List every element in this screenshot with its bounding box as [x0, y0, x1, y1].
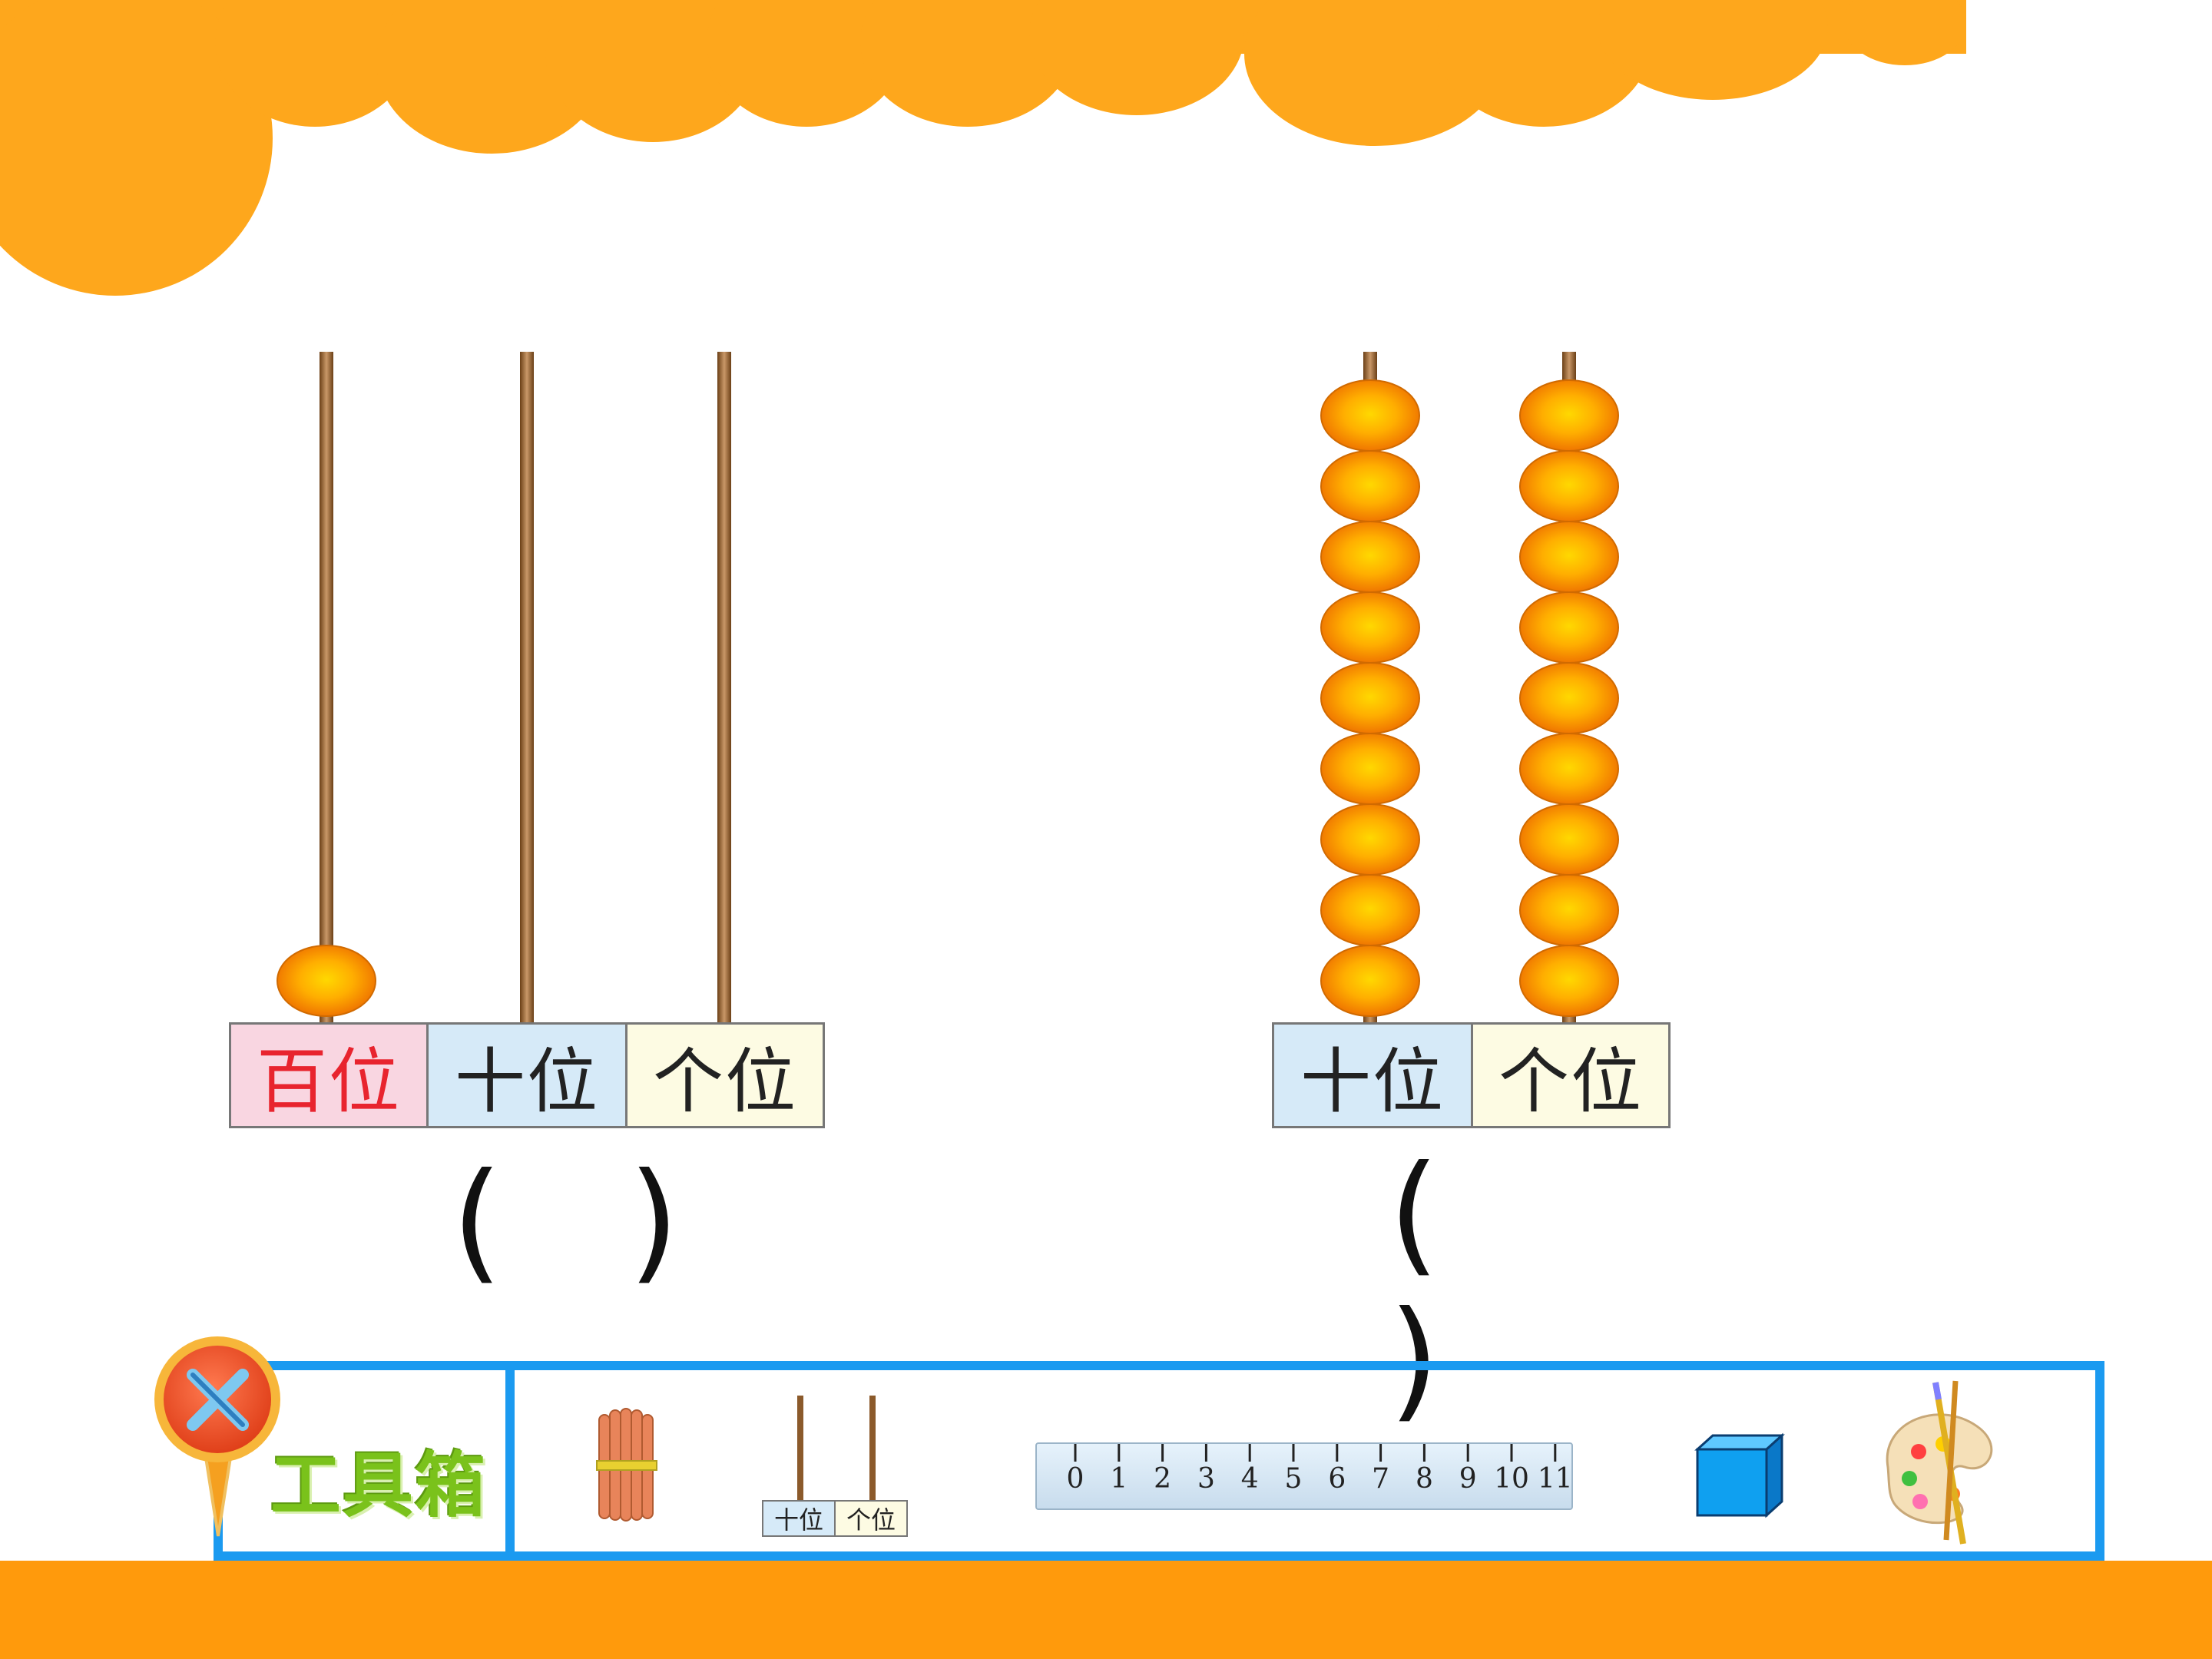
bead-ones-right — [1519, 874, 1619, 946]
mini-abacus-label-tens: 十位 — [762, 1500, 836, 1537]
bead-tens-right — [1320, 591, 1420, 664]
ruler-number: 3 — [1197, 1463, 1215, 1495]
bead-hundreds-left — [276, 945, 376, 1017]
ruler-number: 8 — [1415, 1463, 1433, 1495]
mini-abacus-label-ones: 个位 — [834, 1500, 908, 1537]
ruler-number: 11 — [1537, 1463, 1573, 1495]
bead-ones-right — [1519, 379, 1619, 452]
ruler-number: 6 — [1328, 1463, 1346, 1495]
toolbox-title: 工具箱 — [270, 1445, 488, 1527]
answer-close-paren-right: ) — [1389, 1283, 1440, 1435]
beads-ones-right — [1519, 379, 1619, 1017]
answer-close-paren-left: ) — [628, 1145, 680, 1297]
bead-tens-right — [1320, 733, 1420, 805]
ruler-number: 2 — [1154, 1463, 1172, 1495]
bead-ones-right — [1519, 591, 1619, 664]
tools-icon[interactable] — [151, 1333, 285, 1540]
bead-tens-right — [1320, 945, 1420, 1017]
ruler-number: 1 — [1110, 1463, 1128, 1495]
ruler-number: 7 — [1372, 1463, 1390, 1495]
answer-open-paren-left: ( — [452, 1145, 503, 1297]
beads-hundreds-left — [276, 945, 376, 1017]
label-ones-left: 个位 — [625, 1022, 825, 1128]
bead-tens-right — [1320, 521, 1420, 593]
sticks-bundle-icon[interactable] — [593, 1406, 662, 1525]
ruler-number: 10 — [1494, 1463, 1529, 1495]
bead-tens-right — [1320, 874, 1420, 946]
ruler-number: 0 — [1066, 1463, 1084, 1495]
bead-tens-right — [1320, 803, 1420, 876]
ruler-number: 9 — [1459, 1463, 1477, 1495]
ruler-number: 5 — [1284, 1463, 1303, 1495]
toolbar-divider — [505, 1361, 515, 1561]
bead-tens-right — [1320, 662, 1420, 734]
cloud-header — [0, 0, 1966, 296]
floor-band — [0, 1561, 2212, 1659]
ruler-number: 4 — [1240, 1463, 1259, 1495]
beads-tens-right — [1320, 379, 1420, 1017]
palette-icon[interactable] — [1873, 1375, 2003, 1551]
bead-tens-right — [1320, 450, 1420, 522]
rod-hundreds-left — [320, 352, 333, 1024]
rod-tens-left — [520, 352, 534, 1024]
toolbar-frame — [214, 1361, 2104, 1561]
bead-ones-right — [1519, 521, 1619, 593]
mini-abacus-icon[interactable] — [760, 1394, 914, 1540]
label-hundreds-left: 百位 — [229, 1022, 429, 1128]
bead-ones-right — [1519, 945, 1619, 1017]
bead-ones-right — [1519, 803, 1619, 876]
rod-ones-left — [717, 352, 731, 1024]
bead-tens-right — [1320, 379, 1420, 452]
answer-open-paren-right: ( — [1389, 1137, 1440, 1290]
bead-ones-right — [1519, 662, 1619, 734]
label-tens-left: 十位 — [426, 1022, 628, 1128]
bead-ones-right — [1519, 733, 1619, 805]
ruler-icon[interactable] — [1035, 1442, 1573, 1510]
bead-ones-right — [1519, 450, 1619, 522]
label-tens-right: 十位 — [1272, 1022, 1473, 1128]
cube-icon[interactable] — [1694, 1432, 1786, 1521]
label-ones-right: 个位 — [1471, 1022, 1671, 1128]
